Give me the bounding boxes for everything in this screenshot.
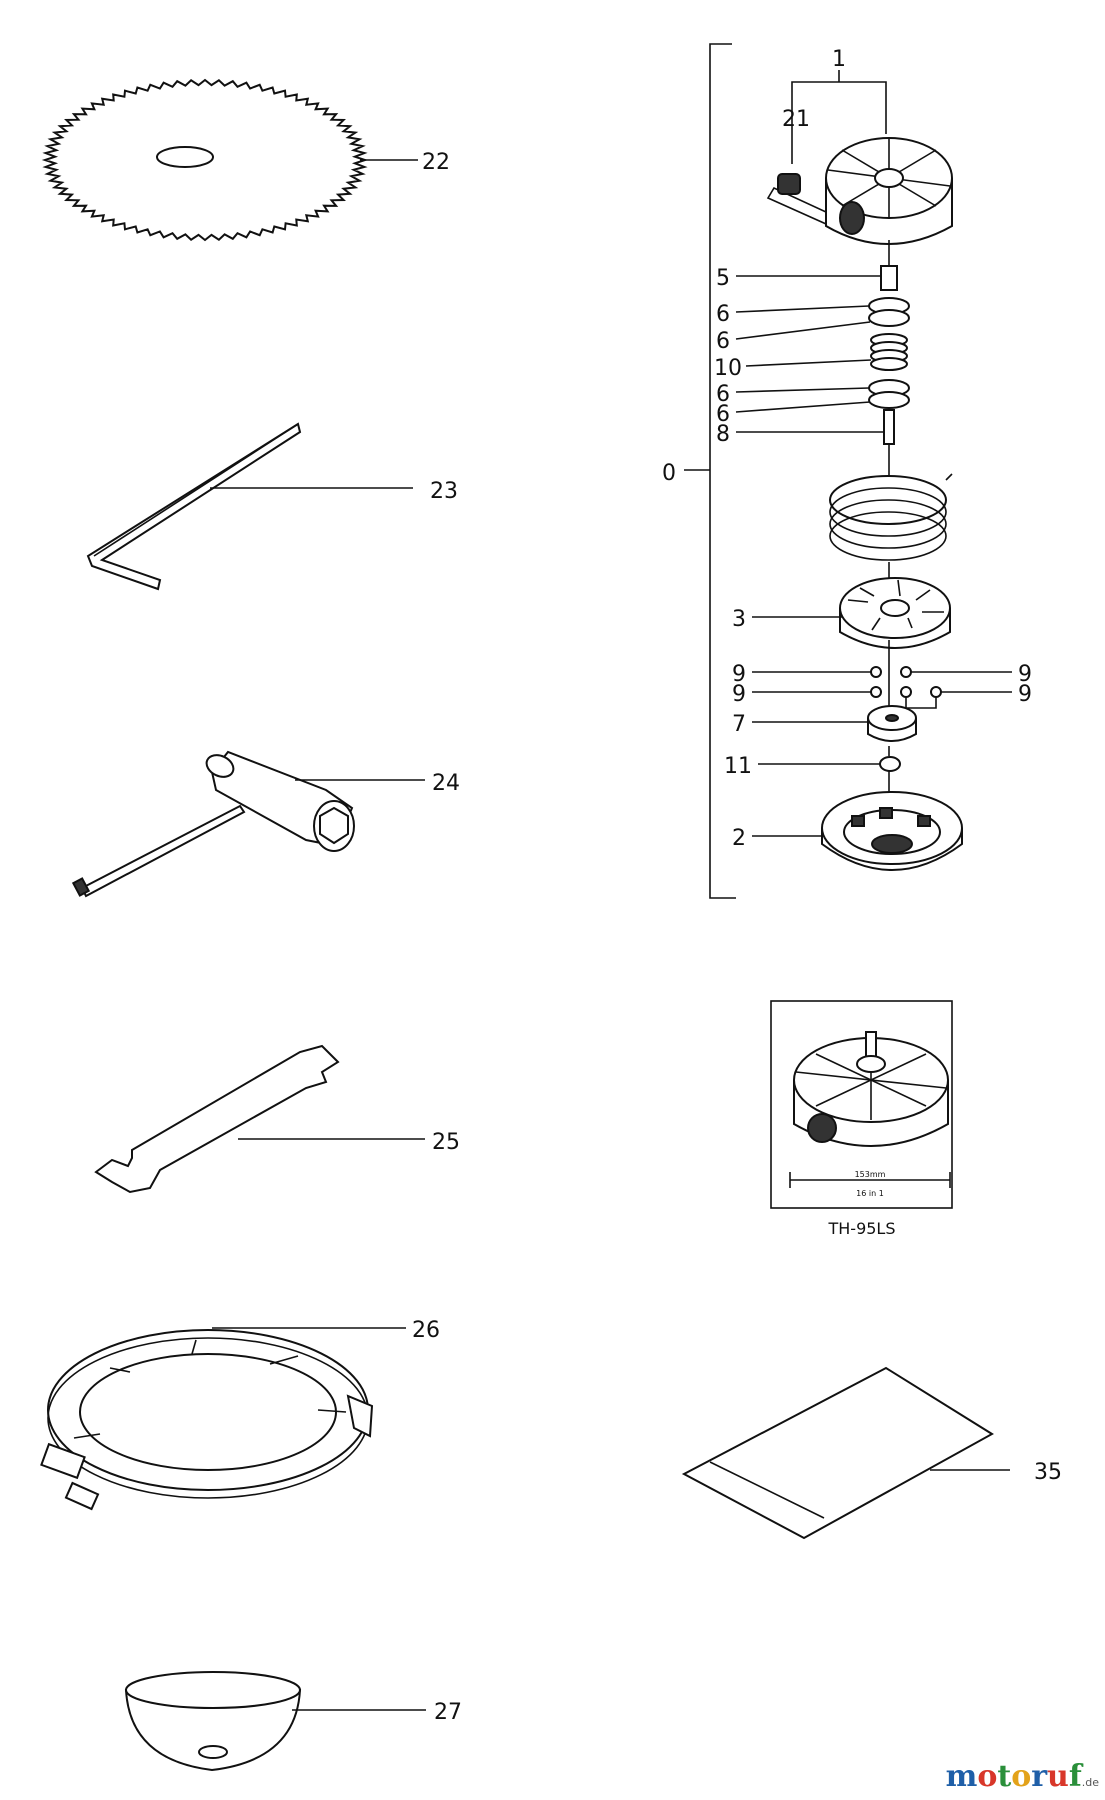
- guard-ring-part: [40, 1329, 374, 1511]
- base-housing-part: [821, 791, 963, 871]
- watermark-letter: o: [1011, 1759, 1032, 1794]
- inset-dimension: 153mm: [855, 1170, 886, 1179]
- spool-part: [839, 577, 951, 649]
- watermark-letter: f: [1068, 1759, 1082, 1794]
- label-8: 8: [716, 422, 730, 447]
- label-0: 0: [662, 461, 676, 486]
- balls-part: [870, 666, 942, 698]
- label-9d: 9: [1018, 682, 1032, 707]
- label-24: 24: [432, 771, 460, 796]
- label-6c: 6: [716, 382, 730, 407]
- label-35: 35: [1034, 1460, 1062, 1485]
- label-3: 3: [732, 607, 746, 632]
- label-6a: 6: [716, 302, 730, 327]
- label-6b: 6: [716, 329, 730, 354]
- assembled-head-inset: 153mm 16 in 1: [770, 1000, 953, 1209]
- manual-booklet-part: [681, 1366, 994, 1540]
- label-9a: 9: [732, 662, 746, 687]
- ring-part: [879, 756, 901, 772]
- head-cover-part: [825, 137, 953, 245]
- label-23: 23: [430, 479, 458, 504]
- label-22: 22: [422, 150, 450, 175]
- label-9b: 9: [732, 682, 746, 707]
- motoruf-watermark: motoruf.de: [946, 1759, 1099, 1794]
- watermark-letter: r: [1031, 1759, 1048, 1794]
- saw-blade-part: [41, 78, 369, 242]
- spring-part: [870, 333, 908, 371]
- watermark-suffix: .de: [1081, 1776, 1099, 1789]
- watermark-letter: u: [1047, 1759, 1069, 1794]
- label-11: 11: [724, 754, 752, 779]
- label-5: 5: [716, 266, 730, 291]
- label-7: 7: [732, 712, 746, 737]
- cutting-line-coil-part: [829, 473, 953, 561]
- label-9c: 9: [1018, 662, 1032, 687]
- inset-dimension-sub: 16 in 1: [856, 1189, 884, 1198]
- inset-caption: TH-95LS: [827, 1219, 895, 1238]
- label-6d: 6: [716, 402, 730, 427]
- watermark-letter: o: [977, 1759, 998, 1794]
- cam-part: [867, 705, 917, 742]
- label-1: 1: [832, 47, 846, 72]
- watermark-letter: m: [945, 1759, 978, 1794]
- label-2: 2: [732, 826, 746, 851]
- label-21: 21: [782, 107, 810, 132]
- cup-washer-part: [124, 1671, 302, 1772]
- watermark-letter: t: [997, 1759, 1012, 1794]
- group-bracket: [709, 43, 736, 899]
- label-26: 26: [412, 1318, 440, 1343]
- washer-upper-part: [868, 297, 910, 327]
- label-10: 10: [714, 356, 742, 381]
- label-25: 25: [432, 1130, 460, 1155]
- shaft-part: [883, 409, 895, 445]
- open-end-wrench-part: [94, 1044, 340, 1194]
- washer-lower-part: [868, 379, 910, 409]
- bolt-part: [880, 265, 898, 291]
- spark-plug-wrench-part: [71, 750, 355, 898]
- label-27: 27: [434, 1700, 462, 1725]
- hex-key-part: [86, 422, 302, 591]
